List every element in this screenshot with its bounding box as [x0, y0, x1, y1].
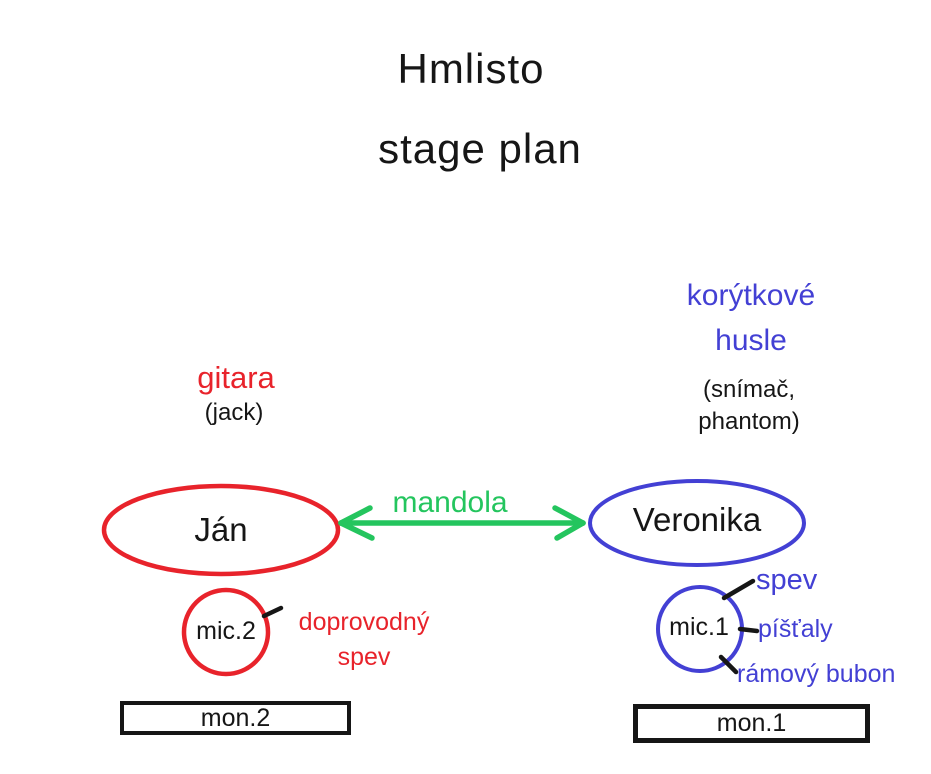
veronika-instrument-label: korýtkové husle [686, 279, 816, 357]
jan-instrument-label: gitara [197, 360, 275, 395]
veronika-instrument-note: (snímač, phantom) [698, 376, 800, 435]
mic1-to-spev-line [721, 578, 756, 601]
mic2-circle [181, 587, 271, 677]
mic2-source-label: doprovodný spev [298, 608, 430, 671]
mic1-source-pistaly-label: píšťaly [758, 615, 833, 643]
veronika-position-ellipse [588, 479, 806, 567]
page-subtitle: stage plan [378, 125, 582, 172]
monitor-2-box: mon.2 [120, 701, 351, 735]
jan-position-ellipse [101, 483, 341, 577]
mic2-to-backing-vocals-line [261, 605, 284, 619]
page-title: Hmlisto [397, 45, 545, 92]
mic1-to-pistaly-line [737, 626, 760, 634]
monitor-2-label: mon.2 [200, 703, 271, 732]
jan-instrument-note: (jack) [204, 399, 264, 426]
mandola-arrow-label: mandola [392, 486, 508, 519]
mic1-source-spev-label: spev [756, 564, 818, 596]
jan-name-label: Ján [194, 511, 248, 548]
mandola-double-arrow [338, 505, 586, 541]
monitor-1-label: mon.1 [716, 709, 787, 737]
mic1-label: mic.1 [669, 613, 729, 641]
veronika-name-label: Veronika [632, 501, 762, 538]
monitor-1-box: mon.1 [633, 704, 870, 743]
mic2-label: mic.2 [196, 617, 256, 645]
mic-connector-lines [261, 578, 760, 675]
mic1-source-ramovy-bubon-label: rámový bubon [737, 660, 896, 688]
mic1-to-ramovy-bubon-line [718, 654, 739, 675]
